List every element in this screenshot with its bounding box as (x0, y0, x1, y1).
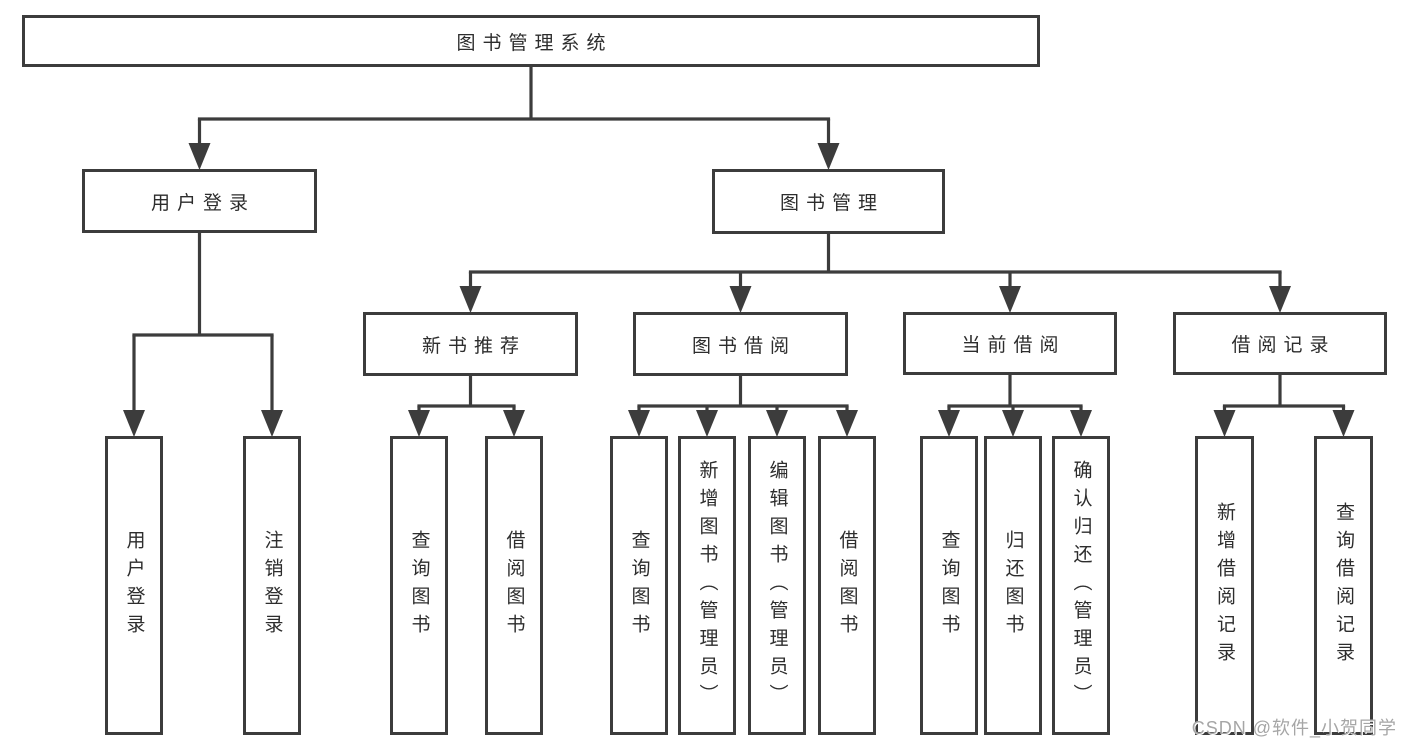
node-label: 查询借阅记录 (1333, 501, 1354, 670)
node-login: 用户登录 (82, 169, 317, 233)
node-leaf-nb-borrow: 借阅图书 (485, 436, 543, 735)
watermark-text: CSDN @软件_小贺同学 (1191, 718, 1397, 738)
node-label: 用户登录 (123, 529, 145, 642)
node-label: 借阅图书 (836, 529, 858, 642)
node-leaf-nb-query: 查询图书 (390, 436, 448, 735)
node-label: 注销登录 (261, 529, 283, 642)
node-leaf-bw-add: 新增图书（管理员） (678, 436, 736, 735)
node-leaf-cur-return: 归还图书 (984, 436, 1042, 735)
node-leaf-cur-query: 查询图书 (920, 436, 978, 735)
node-mgmt: 图书管理 (712, 169, 945, 234)
node-label: 确认归还（管理员） (1070, 459, 1092, 712)
node-label: 新书推荐 (421, 335, 526, 357)
node-label: 查询图书 (628, 529, 650, 642)
watermark: CSDN @软件_小贺同学 (1192, 714, 1397, 740)
node-label: 借阅记录 (1231, 335, 1336, 356)
node-label: 图书借阅 (691, 335, 796, 357)
node-label: 查询图书 (938, 529, 960, 642)
node-label: 当前借阅 (961, 335, 1066, 356)
node-leaf-bw-query: 查询图书 (610, 436, 668, 735)
node-label: 图书管理 (779, 193, 884, 214)
node-leaf-bw-edit: 编辑图书（管理员） (748, 436, 806, 735)
node-label: 图书管理系统 (456, 32, 613, 54)
node-records: 借阅记录 (1173, 312, 1387, 375)
node-leaf-rec-add: 新增借阅记录 (1195, 436, 1254, 735)
node-leaf-bw-borrow: 借阅图书 (818, 436, 876, 735)
node-label: 查询图书 (408, 529, 430, 642)
node-root: 图书管理系统 (22, 15, 1040, 67)
node-leaf-rec-query: 查询借阅记录 (1314, 436, 1373, 735)
node-leaf-user-login: 用户登录 (105, 436, 163, 735)
node-current: 当前借阅 (903, 312, 1117, 375)
node-leaf-cur-confirm: 确认归还（管理员） (1052, 436, 1110, 735)
node-label: 归还图书 (1002, 529, 1024, 642)
node-label: 新增图书（管理员） (696, 459, 718, 712)
node-borrow: 图书借阅 (633, 312, 848, 376)
node-label: 新增借阅记录 (1214, 501, 1235, 670)
node-label: 用户登录 (150, 192, 255, 214)
node-newbook: 新书推荐 (363, 312, 578, 376)
node-label: 借阅图书 (503, 529, 525, 642)
node-leaf-logout: 注销登录 (243, 436, 301, 735)
node-label: 编辑图书（管理员） (766, 459, 788, 712)
